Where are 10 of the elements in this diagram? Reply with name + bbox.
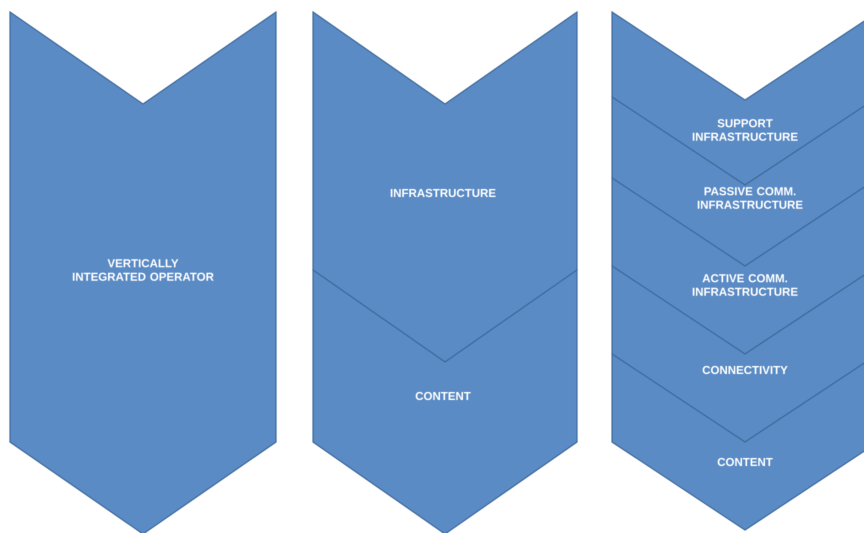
chevron-segment: CONTENT [312, 268, 578, 533]
node-label: SUPPORT INFRASTRUCTURE [692, 119, 798, 141]
chevron-segment: INFRASTRUCTURE [312, 10, 578, 363]
node-label: CONTENT [416, 392, 471, 400]
node-label: CONNECTIVITY [702, 366, 788, 374]
node-label: ACTIVE COMM. INFRASTRUCTURE [692, 274, 798, 296]
chevron-segment: VERTICALLY INTEGRATED OPERATOR [9, 10, 277, 533]
chevron-segment: SUPPORT INFRASTRUCTURE [611, 10, 864, 186]
node-label: CONTENT [718, 458, 773, 466]
node-label: PASSIVE COMM. INFRASTRUCTURE [698, 187, 803, 209]
